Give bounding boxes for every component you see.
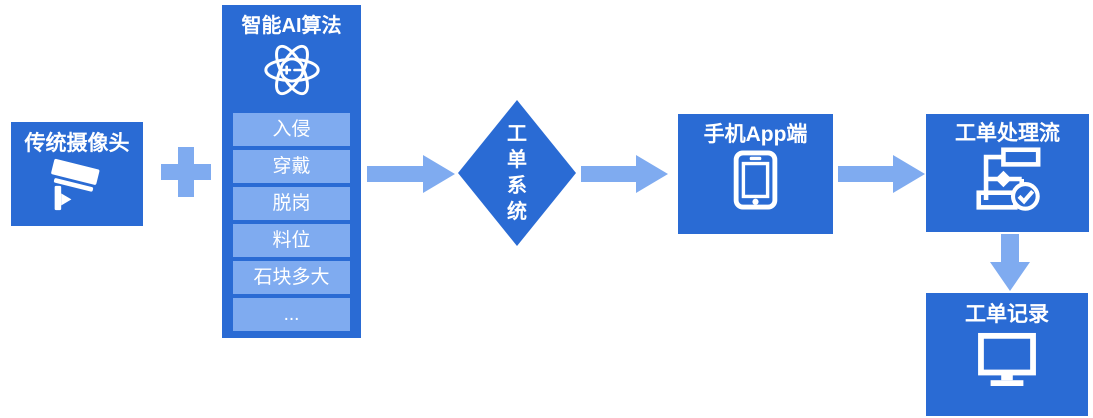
mobile-app-title: 手机App端: [703, 123, 808, 146]
ai-item: 石块多大: [233, 261, 350, 294]
arrow-down-icon: [990, 234, 1030, 296]
arrow-right-2-icon: [581, 155, 668, 198]
order-system-title: 工单系统: [507, 123, 527, 223]
ai-item: 料位: [233, 224, 350, 257]
camera-node: 传统摄像头: [11, 122, 143, 226]
smartphone-icon: [733, 150, 778, 210]
order-record-title: 工单记录: [965, 303, 1049, 326]
diamond-shape: [458, 100, 576, 246]
workflow-check-icon: [975, 147, 1040, 211]
monitor-icon: [978, 333, 1036, 387]
ai-node-title: 智能AI算法: [241, 15, 342, 37]
ai-item: 脱岗: [233, 187, 350, 220]
camera-node-title: 传统摄像头: [24, 132, 130, 155]
order-process-title: 工单处理流: [955, 122, 1060, 145]
cctv-camera-icon: [51, 159, 100, 211]
arrow-right-3-icon: [838, 155, 925, 198]
order-system-node: 工单系统: [458, 100, 576, 246]
ai-algorithm-node: 智能AI算法 入侵 穿戴 脱岗 料位 石块多大 ...: [222, 5, 361, 338]
atom-icon: [263, 44, 320, 96]
arrow-right-1-icon: [367, 155, 455, 198]
order-process-node: 工单处理流: [926, 114, 1089, 232]
ai-item-list: 入侵 穿戴 脱岗 料位 石块多大 ...: [233, 113, 350, 331]
plus-icon: [161, 147, 211, 197]
ai-item: 入侵: [233, 113, 350, 146]
ai-item: ...: [233, 298, 350, 331]
ai-item: 穿戴: [233, 150, 350, 183]
mobile-app-node: 手机App端: [678, 114, 833, 234]
order-record-node: 工单记录: [926, 293, 1088, 416]
